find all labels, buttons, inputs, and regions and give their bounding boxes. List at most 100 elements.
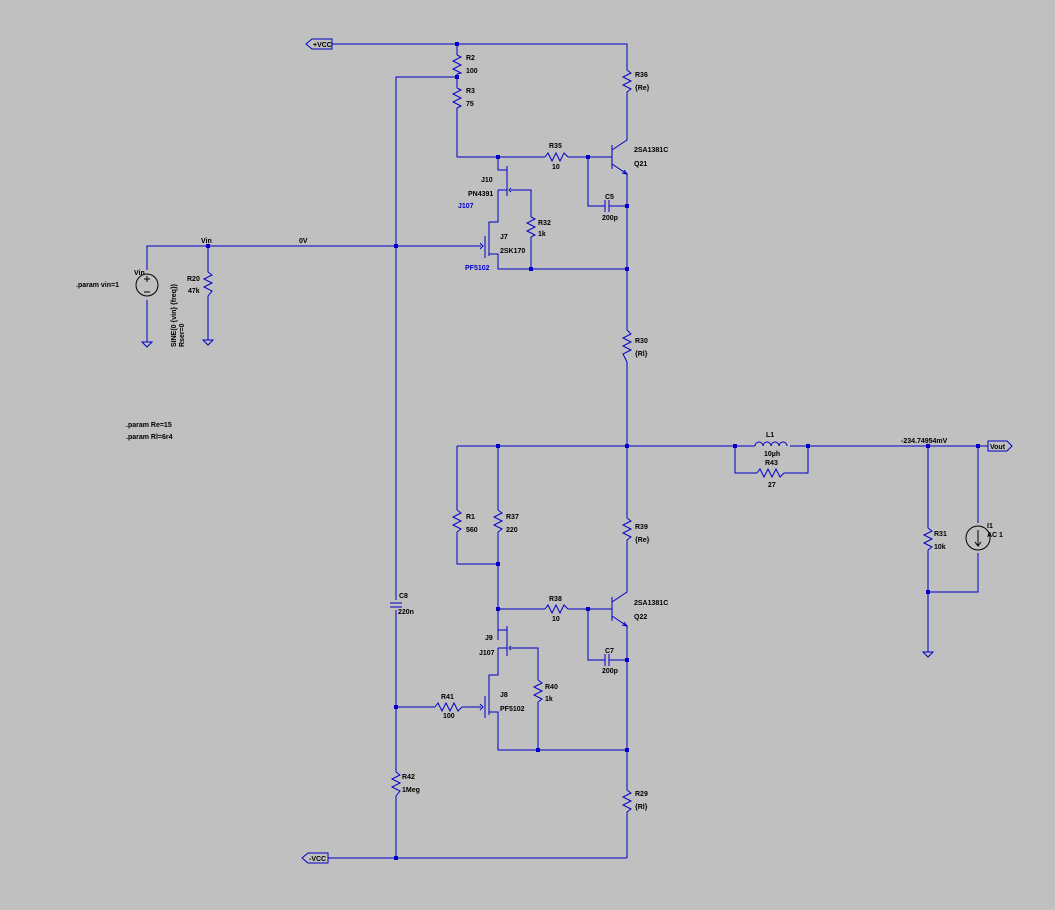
r31-name: R31 [934, 531, 947, 538]
voltage-source-vin [135, 273, 159, 297]
r43-name: R43 [765, 460, 778, 467]
r31-value: 10k [934, 544, 946, 551]
r39-value: {Re} [635, 537, 650, 544]
zero-volt-label: 0V [299, 238, 308, 245]
r30-name: R30 [635, 338, 648, 345]
labels: Vin 0V -234.74954mV .param vin=1 .param … [76, 55, 1003, 811]
resistor-r30 [621, 329, 633, 363]
vin-net-label: Vin [201, 238, 212, 245]
r38-value: 10 [552, 616, 560, 623]
r3-value: 75 [466, 101, 474, 108]
vin-source-rser: Rser=0 [179, 323, 186, 347]
vin-source-value: SINE(0 {vin} {freq}) [171, 284, 178, 347]
transistor-q22 [611, 597, 629, 627]
r35-name: R35 [549, 143, 562, 150]
c8-name: C8 [399, 593, 408, 600]
resistor-r38 [544, 603, 569, 615]
l1-value: 10µh [764, 451, 780, 458]
resistor-r36 [621, 69, 633, 93]
capacitor-c5 [601, 200, 613, 212]
jfet-j9 [506, 626, 512, 656]
vcc-label: +VCC [313, 42, 332, 49]
resistor-r31 [922, 527, 934, 551]
r29-name: R29 [635, 791, 648, 798]
j10-alt-model: J107 [458, 203, 474, 210]
vee-label: -VCC [309, 856, 326, 863]
r3-name: R3 [466, 88, 475, 95]
r43-value: 27 [768, 482, 776, 489]
j9-model: J107 [479, 650, 495, 657]
j8-name: J8 [500, 692, 508, 699]
jfet-j7 [479, 236, 486, 258]
r1-name: R1 [466, 514, 475, 521]
r32-value: 1k [538, 231, 546, 238]
r41-name: R41 [441, 694, 454, 701]
r40-name: R40 [545, 684, 558, 691]
j9-name: J9 [485, 635, 493, 642]
r37-value: 220 [506, 527, 518, 534]
capacitor-symbols [390, 200, 613, 666]
resistor-r42 [390, 771, 402, 797]
transistor-q21 [611, 145, 629, 175]
resistor-r1 [451, 509, 463, 533]
i1-value: AC 1 [987, 532, 1003, 539]
r2-name: R2 [466, 55, 475, 62]
resistor-r2 [451, 54, 463, 75]
r42-name: R42 [402, 774, 415, 781]
r36-value: {Re} [635, 85, 650, 92]
jfet-j8 [479, 696, 486, 718]
c7-name: C7 [605, 648, 614, 655]
r35-value: 10 [552, 164, 560, 171]
j7-model: 2SK170 [500, 248, 525, 255]
r36-name: R36 [635, 72, 648, 79]
jfet-j10 [506, 166, 512, 196]
resistor-r41 [434, 701, 463, 713]
j7-name: J7 [500, 234, 508, 241]
vout-probe-label: -234.74954mV [901, 438, 948, 445]
r29-value: {Rl} [635, 804, 648, 811]
vee-flag: -VCC [301, 852, 329, 864]
capacitor-c8 [390, 602, 402, 608]
r20-value: 47k [188, 288, 200, 295]
c8-value: 220n [398, 609, 414, 616]
c5-value: 200p [602, 215, 618, 222]
param-re: .param Re=15 [126, 422, 172, 429]
resistor-r39 [621, 517, 633, 541]
j10-model: PN4391 [468, 191, 493, 198]
j10-name: J10 [481, 177, 493, 184]
r41-value: 100 [443, 713, 455, 720]
vin-source-name: Vin [134, 270, 145, 277]
current-source-i1 [965, 525, 991, 551]
resistor-r43 [756, 467, 785, 479]
r2-value: 100 [466, 68, 478, 75]
param-vin: .param vin=1 [76, 282, 119, 289]
vout-label: Vout [990, 444, 1006, 451]
vcc-flag: +VCC [305, 38, 333, 50]
q22-name: Q22 [634, 614, 647, 621]
r42-value: 1Meg [402, 787, 420, 794]
resistor-r20 [202, 271, 214, 297]
resistor-r40 [532, 679, 544, 703]
r37-name: R37 [506, 514, 519, 521]
param-rl: .param Rl=6r4 [126, 434, 173, 441]
inductor-l1 [754, 441, 788, 447]
resistor-r37 [492, 509, 504, 533]
q21-model: 2SA1381C [634, 147, 668, 154]
ground-symbols [140, 339, 935, 658]
q22-model: 2SA1381C [634, 600, 668, 607]
i1-name: I1 [987, 523, 993, 530]
resistor-r32 [525, 216, 537, 238]
vout-flag: Vout [987, 440, 1013, 452]
j8-model: PF5102 [500, 706, 525, 713]
r40-value: 1k [545, 696, 553, 703]
r38-name: R38 [549, 596, 562, 603]
resistor-symbols [202, 54, 934, 813]
q21-name: Q21 [634, 161, 647, 168]
c7-value: 200p [602, 668, 618, 675]
r39-name: R39 [635, 524, 648, 531]
j7-alt-model: PF5102 [465, 265, 490, 272]
c5-name: C5 [605, 194, 614, 201]
r1-value: 560 [466, 527, 478, 534]
